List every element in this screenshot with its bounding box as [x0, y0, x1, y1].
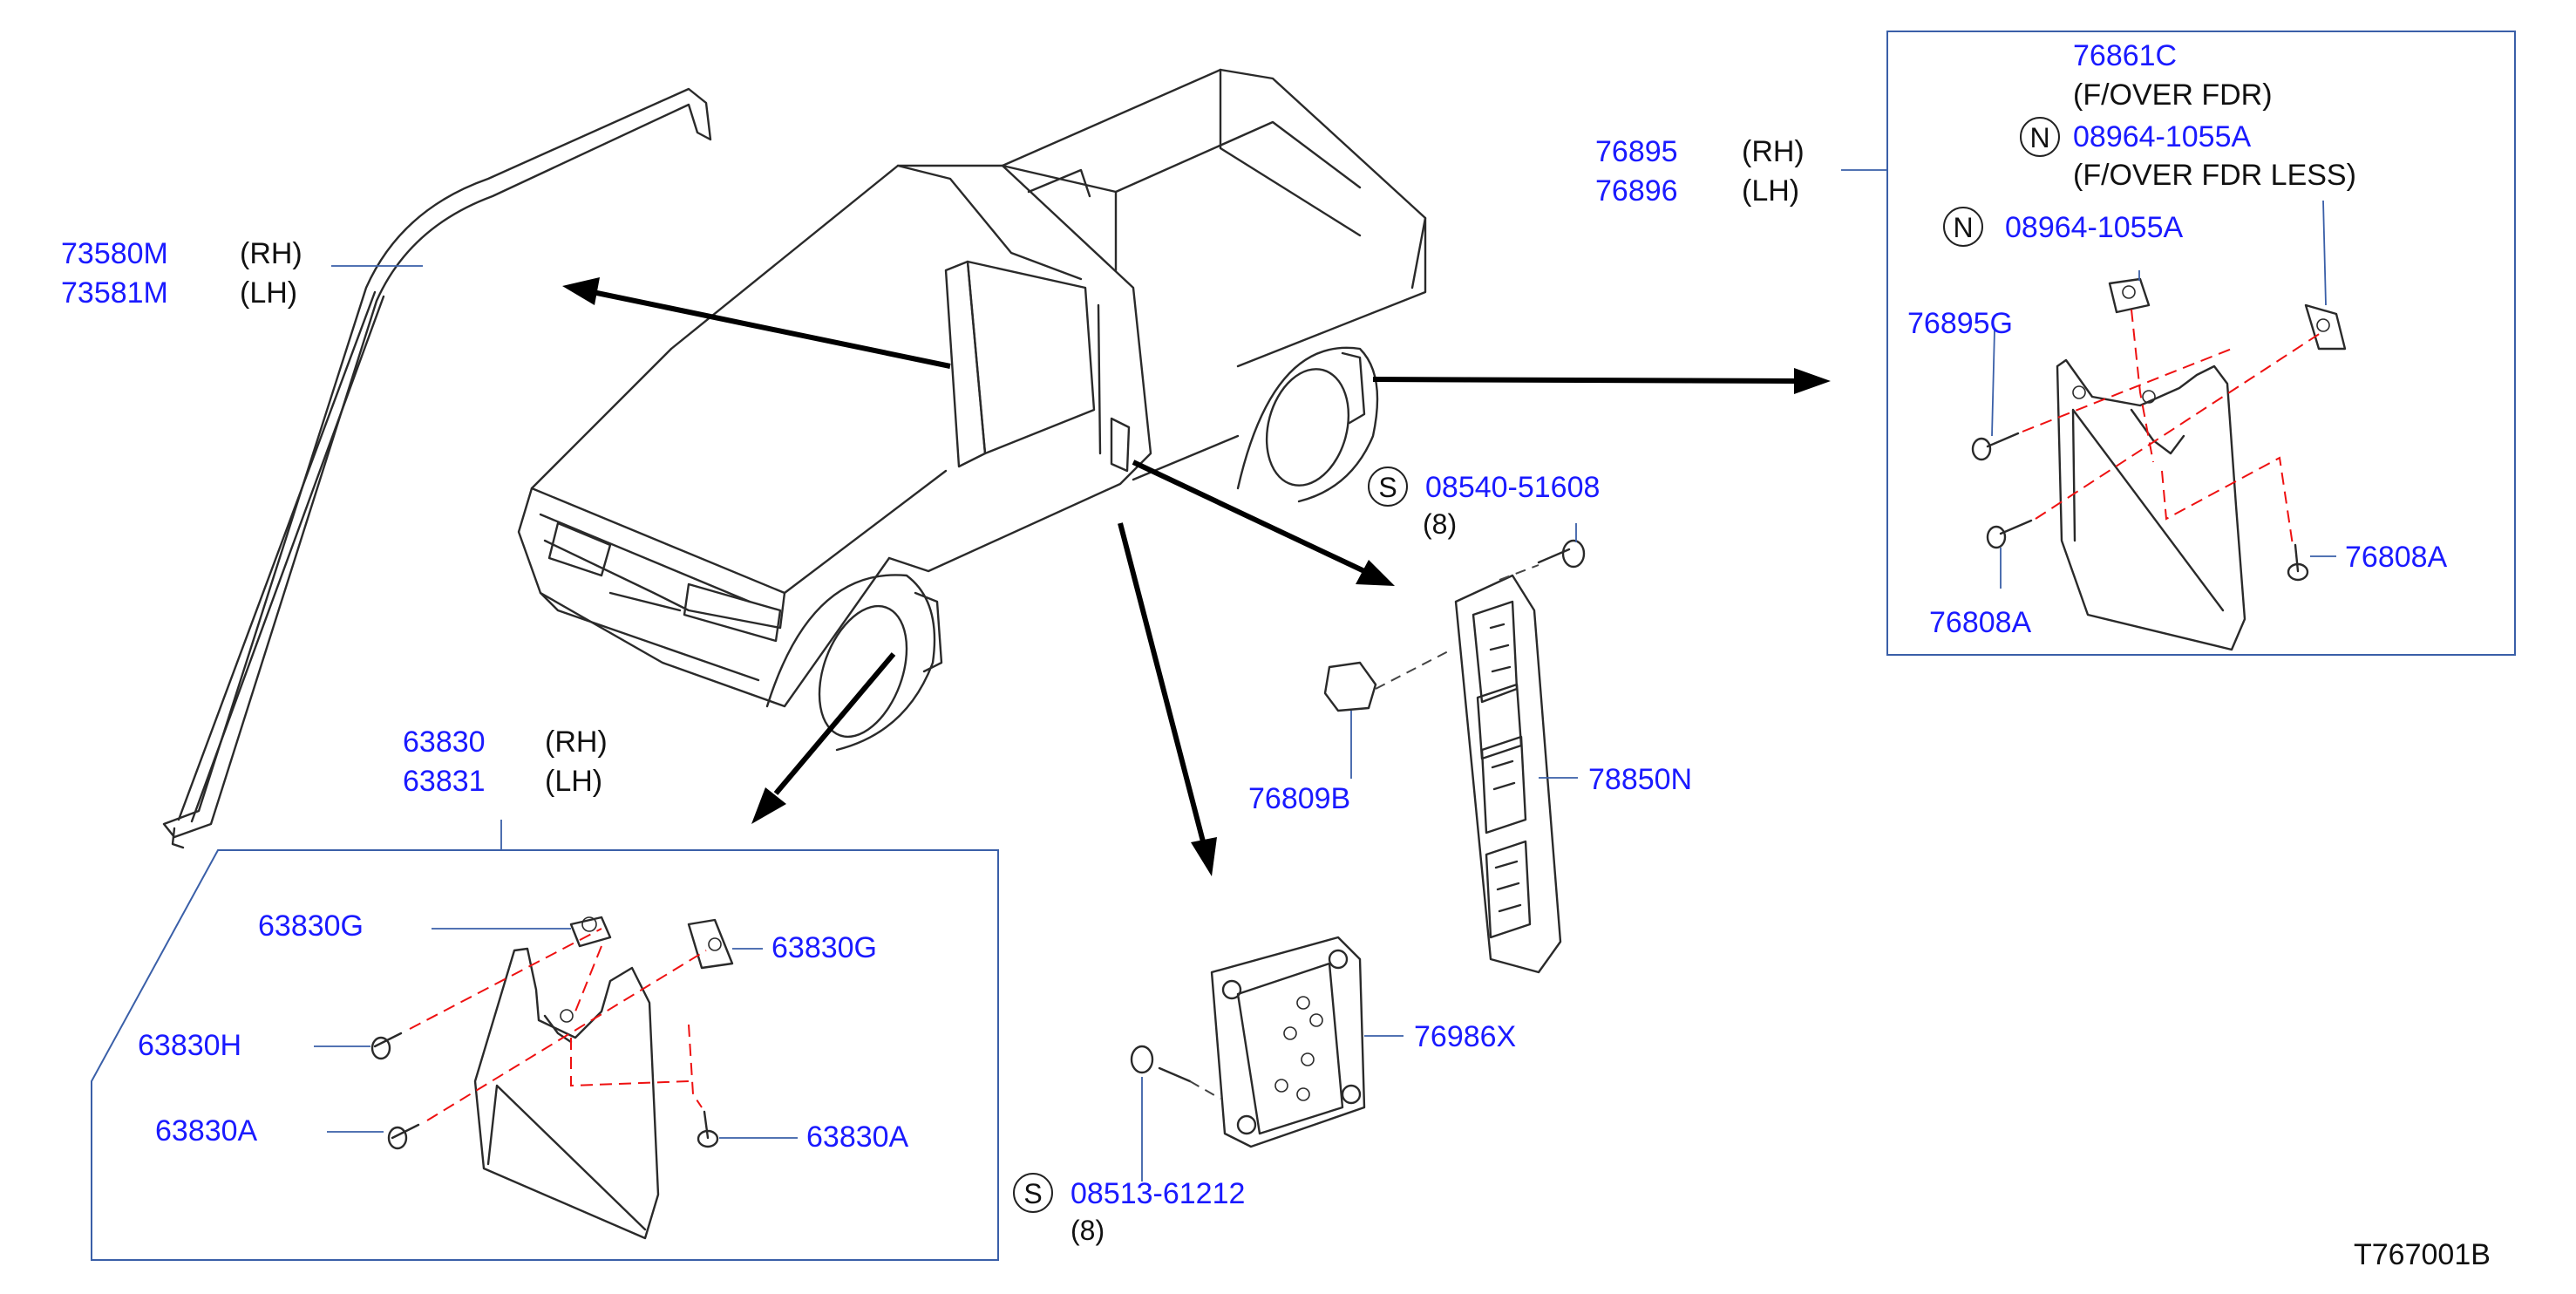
label-side-lh: (LH) — [545, 765, 602, 798]
screw-icon — [697, 1110, 719, 1148]
screw-icon — [1986, 519, 2033, 549]
qty-8: (8) — [1071, 1215, 1104, 1246]
label-63830H: 63830H — [138, 1029, 241, 1062]
screw-icon — [387, 1123, 420, 1150]
direction-arrows — [562, 277, 1831, 876]
label-63830A-right: 63830A — [806, 1120, 909, 1154]
prefix-n: N — [1953, 212, 1973, 243]
label-76986X: 76986X — [1414, 1020, 1516, 1053]
screw-icon — [1130, 1045, 1192, 1083]
label-73581M: 73581M — [61, 276, 168, 310]
qty-8: (8) — [1423, 508, 1457, 540]
label-side-rh: (RH) — [545, 725, 608, 759]
label-63830G-right: 63830G — [771, 931, 877, 964]
label-76809B: 76809B — [1248, 782, 1350, 815]
prefix-n: N — [2029, 122, 2049, 153]
side-protector-group — [1323, 523, 1586, 974]
label-76808A-right: 76808A — [2345, 541, 2448, 574]
label-08964-1055A-b: 08964-1055A — [2005, 211, 2184, 244]
label-side-rh: (RH) — [1742, 135, 1805, 168]
front-mudguard-group — [91, 820, 999, 1261]
diagram-code: T767001B — [2354, 1238, 2491, 1271]
belt-moulding-illustration — [162, 87, 712, 849]
label-63831: 63831 — [403, 765, 486, 798]
screw-icon — [1537, 539, 1586, 569]
label-63830A-left: 63830A — [155, 1114, 258, 1148]
label-73580M: 73580M — [61, 237, 168, 270]
label-76895G: 76895G — [1907, 307, 2013, 340]
screw-icon — [2287, 543, 2309, 582]
screw-icon — [1971, 432, 2020, 461]
label-08964-1055A-a: 08964-1055A — [2073, 120, 2252, 153]
screw-icon — [370, 1032, 403, 1060]
prefix-circle-icon — [1943, 207, 1983, 247]
label-76895: 76895 — [1595, 135, 1678, 168]
pickup-truck-illustration — [517, 68, 1427, 752]
prefix-s: S — [1378, 472, 1397, 503]
label-63830G-upper: 63830G — [258, 909, 364, 943]
prefix-circle-icon — [1013, 1173, 1053, 1213]
note-f-over-fdr-less: (F/OVER FDR LESS) — [2073, 159, 2356, 192]
label-76896: 76896 — [1595, 174, 1678, 208]
label-76861C: 76861C — [2073, 39, 2177, 72]
rear-mudguard-group — [1841, 31, 2516, 656]
note-f-over-fdr: (F/OVER FDR) — [2073, 78, 2273, 112]
small-protector-group — [1130, 936, 1404, 1182]
label-76808A-left: 76808A — [1929, 606, 2032, 639]
label-08540-51608: 08540-51608 — [1425, 471, 1600, 504]
prefix-circle-icon — [1368, 467, 1408, 507]
label-63830: 63830 — [403, 725, 486, 759]
label-side-rh: (RH) — [240, 237, 302, 270]
label-78850N: 78850N — [1588, 763, 1692, 796]
label-side-lh: (LH) — [240, 276, 297, 310]
prefix-s: S — [1023, 1178, 1042, 1209]
prefix-circle-icon — [2020, 117, 2060, 157]
label-08513-61212: 08513-61212 — [1071, 1177, 1245, 1210]
label-side-lh: (LH) — [1742, 174, 1799, 208]
